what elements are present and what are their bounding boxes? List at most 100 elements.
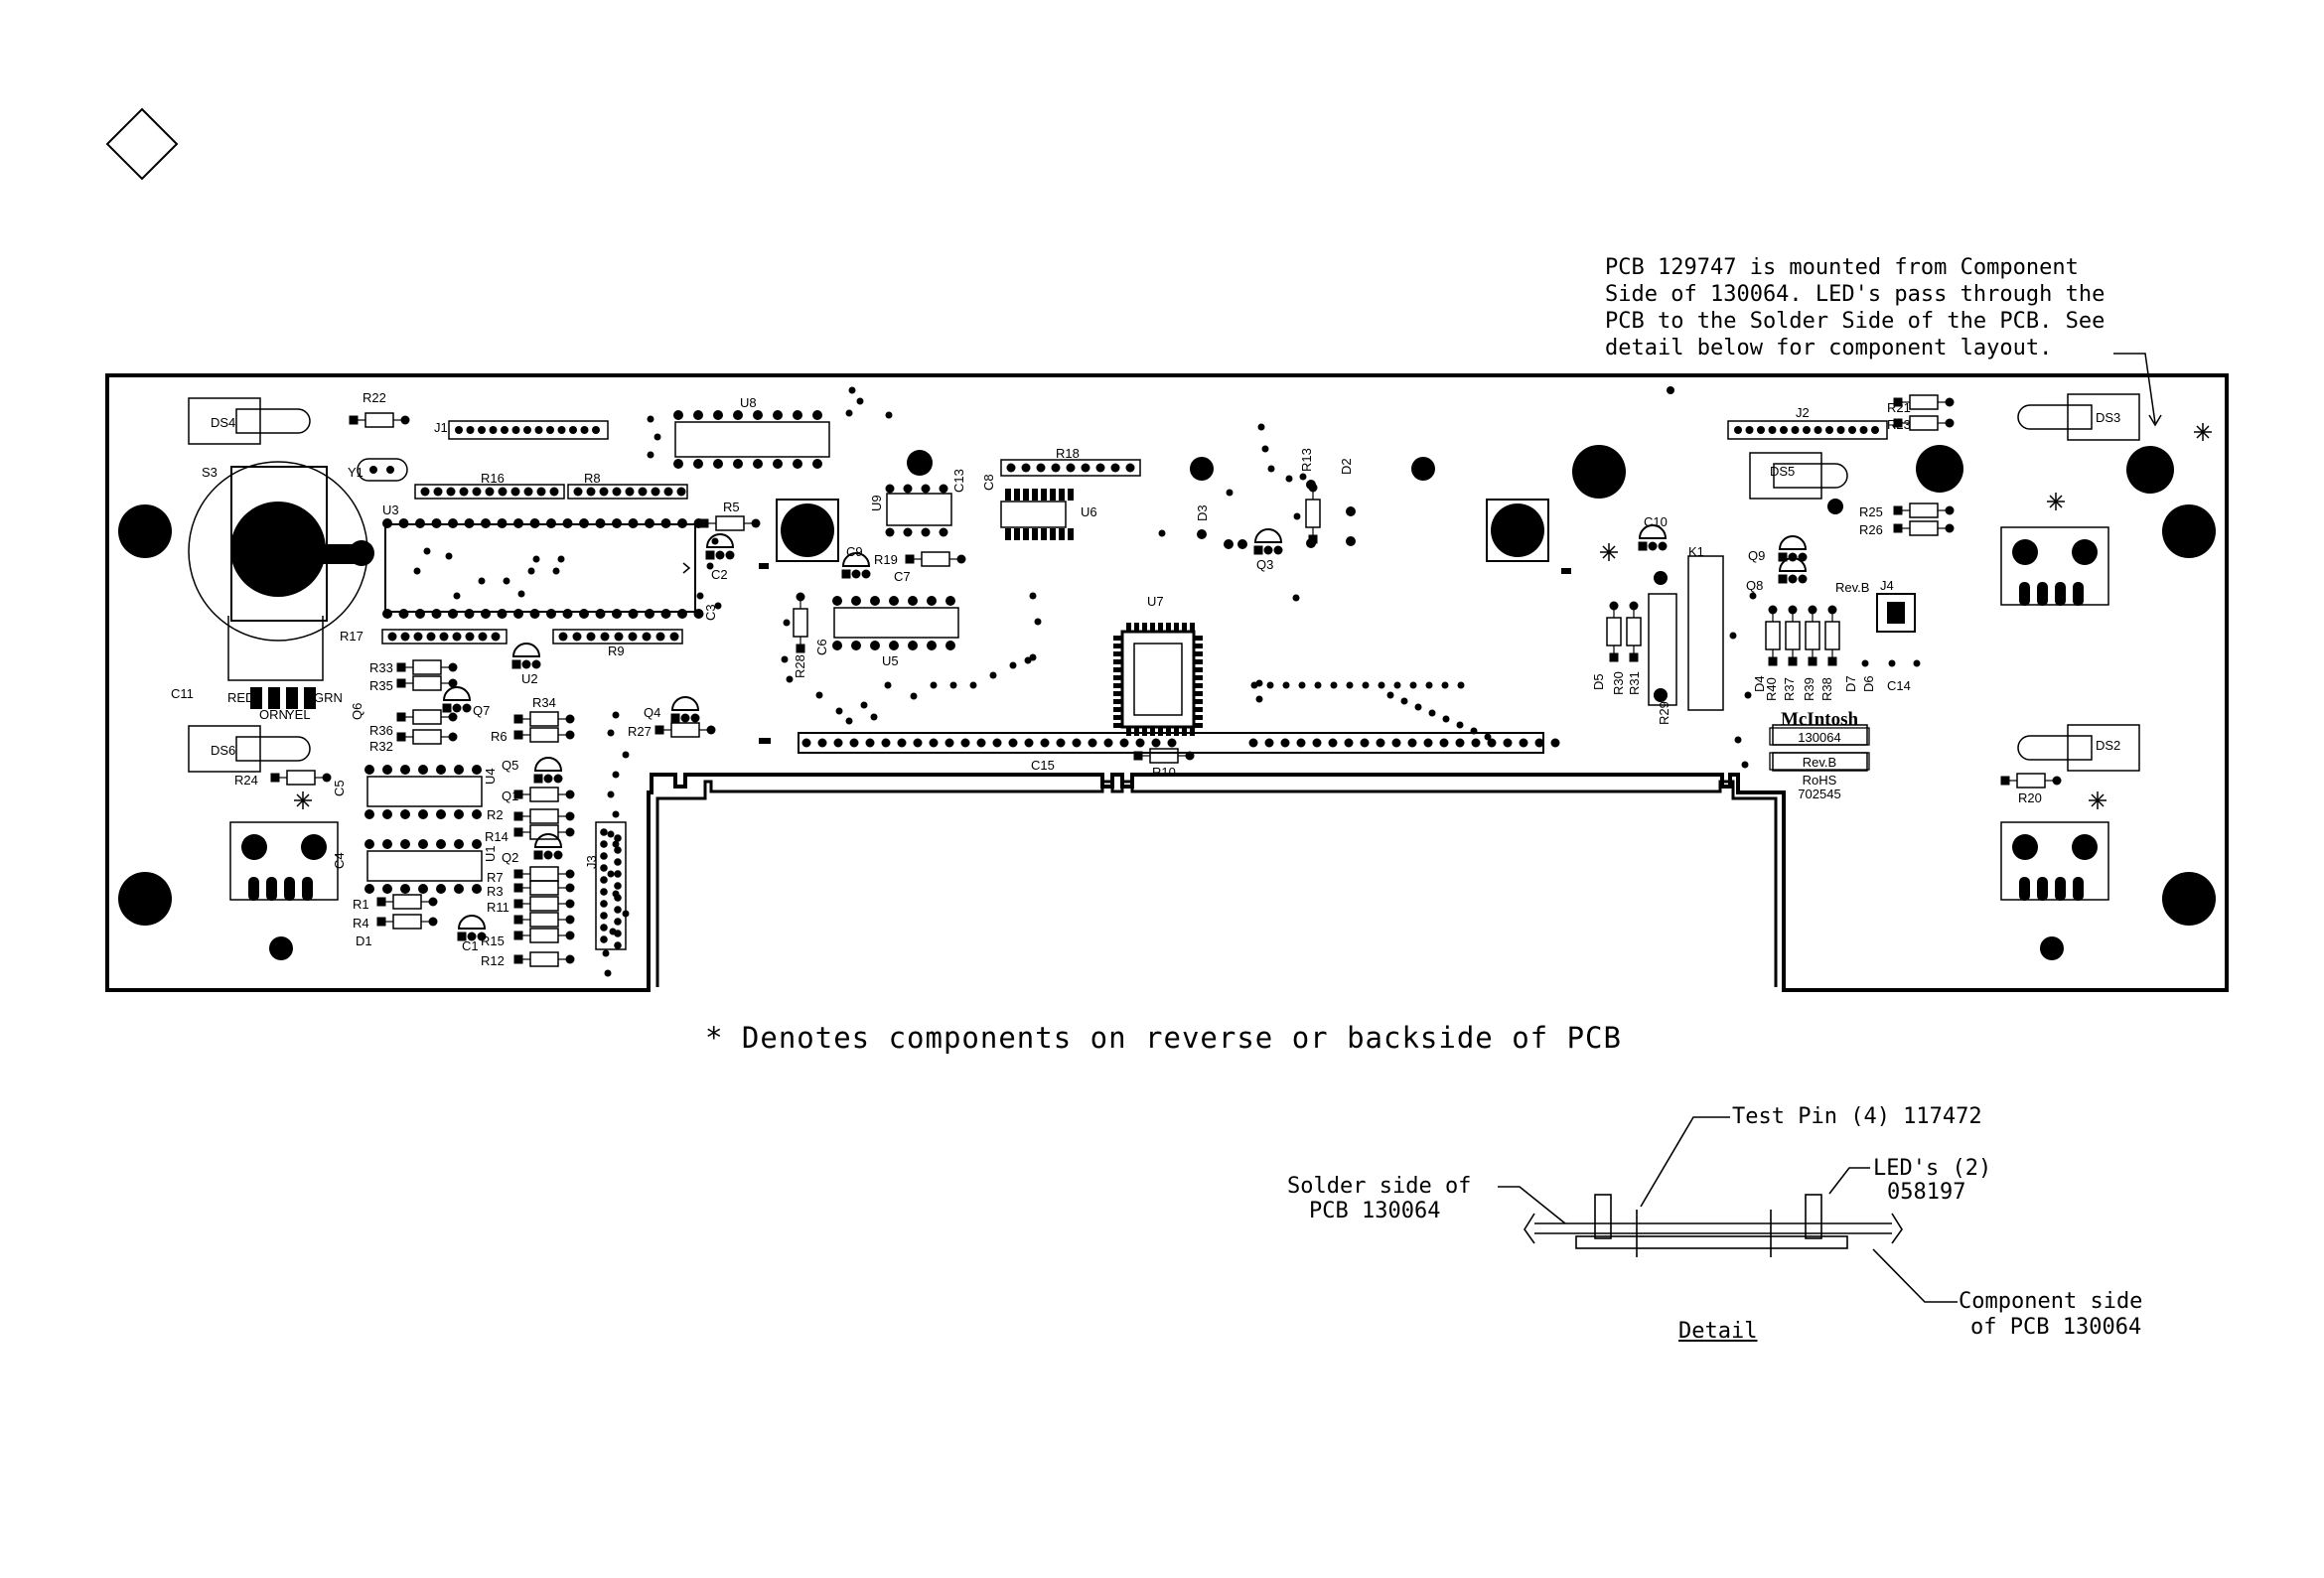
transistor — [705, 533, 735, 560]
pad — [1629, 601, 1639, 611]
board-markings: 130064 Rev.B Rev.B McIntosh RoHS 702545 … — [227, 580, 1870, 801]
label-q9: Q9 — [1748, 548, 1765, 563]
pad — [781, 655, 789, 663]
pad — [1741, 761, 1749, 769]
pin — [1150, 623, 1155, 631]
pad — [513, 714, 523, 724]
pad — [396, 678, 406, 688]
pad — [832, 641, 842, 650]
pad — [812, 459, 822, 469]
pad — [454, 765, 464, 775]
pad — [448, 518, 458, 528]
pad — [600, 864, 608, 872]
pin — [1014, 489, 1020, 501]
switch-pads — [759, 499, 1571, 744]
pad — [1798, 574, 1808, 584]
note-arrow — [2113, 353, 2156, 424]
label-c7: C7 — [894, 569, 911, 584]
pad — [817, 738, 827, 748]
pad — [1224, 539, 1234, 549]
u7-pins — [1113, 623, 1203, 736]
resistor — [513, 951, 575, 967]
jack-pin — [284, 877, 295, 901]
pad — [929, 738, 939, 748]
label-r6: R6 — [491, 729, 508, 744]
pad — [1051, 463, 1061, 473]
pad — [436, 884, 446, 894]
pad — [751, 518, 761, 528]
pad — [497, 518, 508, 528]
pad — [510, 487, 520, 497]
label-q7: Q7 — [473, 703, 490, 718]
pad — [1654, 571, 1668, 585]
pad — [1442, 715, 1450, 723]
label-ds2: DS2 — [2096, 738, 2120, 753]
resistor — [1893, 520, 1955, 536]
pad — [600, 888, 608, 896]
pad — [1648, 541, 1658, 551]
pad — [1008, 738, 1018, 748]
pad — [382, 809, 392, 819]
resistor — [1893, 415, 1955, 431]
pad — [1197, 529, 1207, 539]
label-r2: R2 — [487, 807, 504, 822]
pin — [1113, 667, 1121, 672]
pad — [513, 869, 523, 879]
resistor — [513, 824, 575, 840]
pad — [1133, 751, 1143, 761]
pad — [485, 487, 495, 497]
pad — [439, 632, 449, 642]
detail-component-line1: Component side — [1959, 1289, 2143, 1314]
pin — [1113, 636, 1121, 641]
pad — [472, 487, 482, 497]
pad — [921, 527, 931, 537]
label-c1: C1 — [462, 938, 479, 953]
pad — [478, 577, 486, 585]
pad — [945, 596, 955, 606]
resistor — [699, 515, 761, 531]
led-color-grn: GRN — [314, 690, 343, 705]
pad — [673, 410, 683, 420]
pad — [1040, 738, 1050, 748]
pad — [498, 487, 508, 497]
pad — [387, 632, 397, 642]
pad — [1768, 605, 1778, 615]
pad — [442, 703, 452, 713]
pin — [1113, 715, 1121, 720]
pad — [457, 932, 467, 941]
pad — [562, 609, 573, 619]
pad — [680, 713, 690, 723]
pad — [599, 487, 609, 497]
pin — [1113, 707, 1121, 712]
pad — [1814, 426, 1822, 434]
pad — [835, 707, 843, 715]
pad — [693, 609, 704, 619]
transistors — [442, 524, 1808, 941]
jack-pin — [248, 877, 259, 901]
pad — [1470, 727, 1478, 735]
pad — [529, 609, 540, 619]
pad — [841, 569, 851, 579]
label-q8: Q8 — [1746, 578, 1763, 593]
pad — [870, 713, 878, 721]
pad — [431, 518, 442, 528]
pad — [1487, 738, 1497, 748]
detail-solder-line1: Solder side of — [1287, 1174, 1472, 1199]
pad — [453, 592, 461, 600]
detail-solder-line2: PCB 130064 — [1309, 1199, 1441, 1223]
pad — [796, 592, 805, 602]
pad — [396, 712, 406, 722]
pad — [1299, 473, 1307, 481]
pad — [861, 569, 871, 579]
pad — [489, 426, 498, 434]
board-code: 702545 — [1798, 787, 1840, 801]
pad — [546, 426, 554, 434]
pad — [415, 518, 425, 528]
pin — [1195, 644, 1203, 648]
pad — [773, 459, 783, 469]
pad — [1034, 618, 1042, 626]
pad — [832, 596, 842, 606]
label-q5: Q5 — [502, 758, 518, 773]
pad — [1081, 463, 1090, 473]
